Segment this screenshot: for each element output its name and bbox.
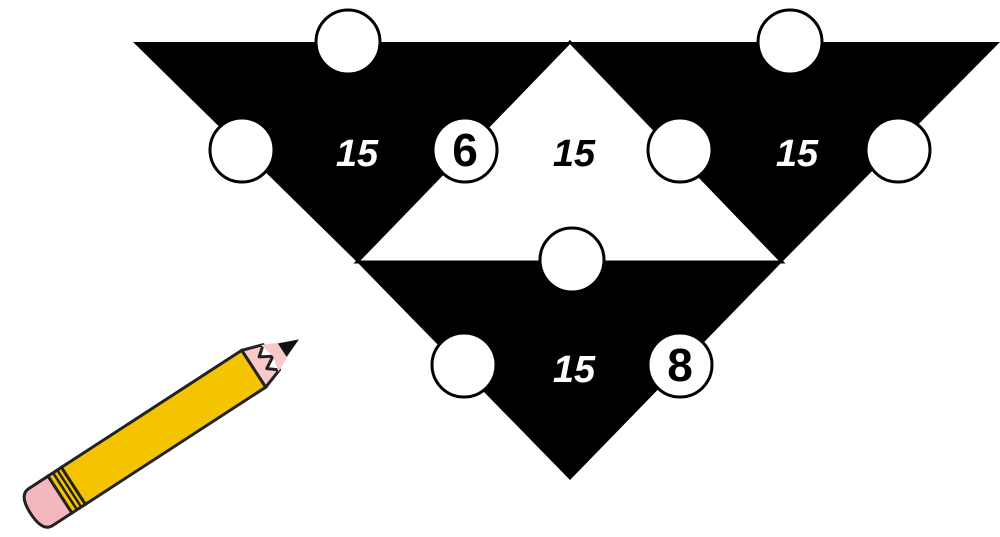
sum-bottom: 15 <box>553 349 596 391</box>
circle-top-right-right[interactable] <box>866 118 930 182</box>
circle-top-left-left[interactable] <box>210 118 274 182</box>
sum-top-left: 15 <box>336 133 379 175</box>
circle-top-right-top[interactable] <box>758 10 822 74</box>
circle-center-left[interactable]: 6 <box>433 118 497 182</box>
pencil-icon <box>19 321 311 532</box>
circle-value: 8 <box>667 339 693 391</box>
circle-center-right[interactable] <box>648 118 712 182</box>
circle-bottom-left[interactable] <box>432 333 496 397</box>
circle-top-left-top[interactable] <box>316 10 380 74</box>
circle-bottom-right[interactable]: 8 <box>648 333 712 397</box>
sum-center: 15 <box>553 133 596 175</box>
sum-top-right: 15 <box>776 133 819 175</box>
circle-center-bottom[interactable] <box>540 228 604 292</box>
circle-value: 6 <box>452 124 478 176</box>
